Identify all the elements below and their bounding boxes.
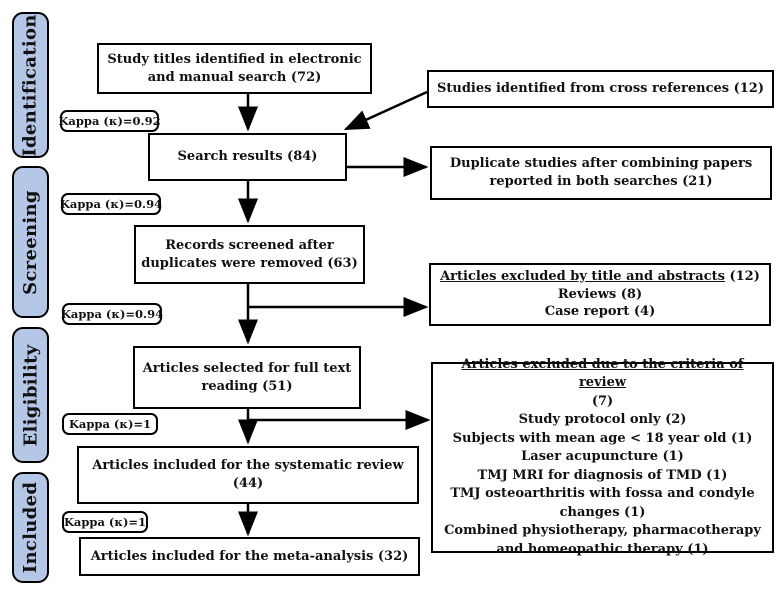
kappa-label-3-text: Kappa (κ)=0.94 <box>60 307 164 321</box>
box-duplicates-text: Duplicate studies after combining papers… <box>449 156 753 189</box>
box-records-screened: Records screened after duplicates were r… <box>134 225 365 284</box>
box-full-text: Articles selected for full text reading … <box>133 346 361 409</box>
stage-eligibility-label: Eligibility <box>20 344 41 446</box>
box-study-titles: Study titles identified in electronic an… <box>97 43 372 94</box>
excluded-criteria-heading-line: Articles excluded due to the criteria of… <box>438 356 767 393</box>
kappa-label-1: Kappa (κ)=0.92 <box>58 110 161 132</box>
box-full-text-text: Articles selected for full text reading … <box>142 360 352 394</box>
excluded-title-abstracts-heading-line: Articles excluded by title and abstracts… <box>436 268 764 286</box>
box-records-screened-text: Records screened after duplicates were r… <box>141 237 358 271</box>
kappa-label-3: Kappa (κ)=0.94 <box>60 303 164 325</box>
box-systematic-review-text: Articles included for the systematic rev… <box>92 458 404 491</box>
box-search-results: Search results (84) <box>148 133 347 181</box>
excluded-criteria-item: Combined physiotherapy, pharmacotherapy … <box>444 523 761 557</box>
excluded-title-abstracts-item: Reviews (8) <box>557 286 643 302</box>
kappa-label-5: Kappa (κ)=1 <box>62 511 148 533</box>
kappa-label-4-text: Kappa (κ)=1 <box>68 417 152 431</box>
excluded-title-abstracts-heading: Articles excluded by title and abstracts <box>440 268 725 284</box>
excluded-criteria-item: Laser acupuncture (1) <box>521 449 684 465</box>
box-duplicates: Duplicate studies after combining papers… <box>430 146 772 200</box>
box-excluded-criteria: Articles excluded due to the criteria of… <box>431 357 774 557</box>
box-meta-analysis: Articles included for the meta-analysis … <box>79 537 420 576</box>
excluded-criteria-item: Subjects with mean age < 18 year old (1) <box>452 430 753 446</box>
excluded-criteria-item: Study protocol only (2) <box>518 412 687 428</box>
kappa-label-1-text: Kappa (κ)=0.92 <box>58 114 161 128</box>
stage-screening: Screening <box>12 166 49 318</box>
box-excluded-title-abstracts: Articles excluded by title and abstracts… <box>429 263 771 326</box>
excluded-title-abstracts-count: (12) <box>729 268 760 284</box>
stage-identification-label: Identification <box>20 13 42 157</box>
excluded-criteria-count: (7) <box>591 393 614 409</box>
kappa-label-5-text: Kappa (κ)=1 <box>63 515 147 529</box>
kappa-label-4: Kappa (κ)=1 <box>62 413 158 435</box>
excluded-criteria-item: TMJ osteoarthritis with fossa and condyl… <box>450 486 755 520</box>
stage-included-label: Included <box>20 481 42 574</box>
kappa-label-2-text: Kappa (κ)=0.94 <box>59 197 163 211</box>
stage-identification: Identification <box>12 12 49 158</box>
box-study-titles-text: Study titles identified in electronic an… <box>107 51 362 85</box>
box-systematic-review: Articles included for the systematic rev… <box>77 446 419 504</box>
arrow-crossref-to-search <box>343 90 428 131</box>
stage-included: Included <box>12 472 49 583</box>
box-cross-references-text: Studies identified from cross references… <box>437 81 764 97</box>
box-meta-analysis-text: Articles included for the meta-analysis … <box>90 548 409 564</box>
stage-eligibility: Eligibility <box>12 327 49 463</box>
box-cross-references: Studies identified from cross references… <box>427 70 774 108</box>
excluded-criteria-item: TMJ MRI for diagnosis of TMD (1) <box>477 467 728 483</box>
kappa-label-2: Kappa (κ)=0.94 <box>59 193 163 215</box>
excluded-title-abstracts-item: Case report (4) <box>544 304 656 320</box>
excluded-criteria-heading: Articles excluded due to the criteria of… <box>461 357 744 391</box>
stage-screening-label: Screening <box>20 189 41 295</box>
box-search-results-text: Search results (84) <box>177 149 318 165</box>
